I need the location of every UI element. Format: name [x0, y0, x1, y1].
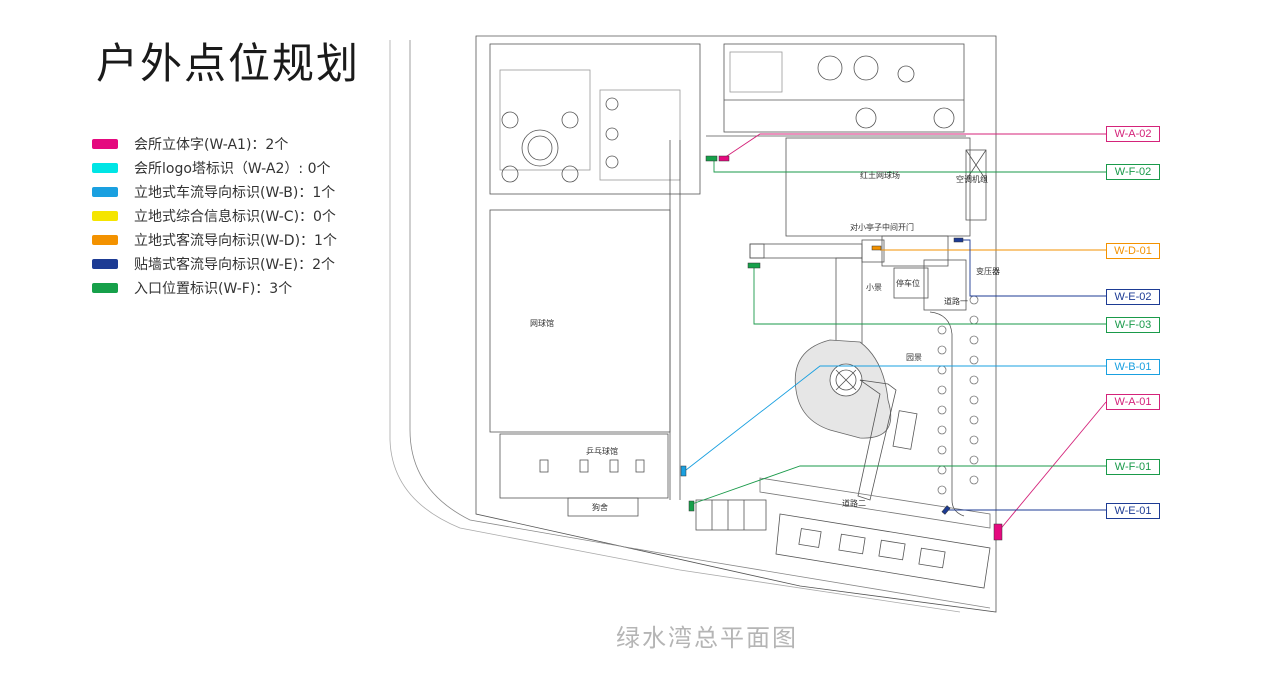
legend-label: 入口位置标识(W-F)：3个: [134, 281, 293, 297]
legend-item: 会所logo塔标识（W-A2）: 0个: [92, 156, 337, 180]
leader-w-a-02: [723, 133, 1106, 159]
callout-w-f-03: W-F-03: [1106, 317, 1160, 333]
legend-label: 会所立体字(W-A1)：2个: [134, 137, 289, 153]
label-gate: 对小亭子中间开门: [850, 223, 914, 232]
marker-w-b-01: [680, 465, 687, 477]
road-one: [929, 311, 965, 517]
marker-w-f-02: [705, 155, 718, 162]
label-road-one: 道路一: [944, 297, 968, 306]
pavilion: [861, 239, 885, 263]
legend-swatch: [92, 211, 118, 221]
legend: 会所立体字(W-A1)：2个 会所logo塔标识（W-A2）: 0个 立地式车流…: [92, 132, 337, 300]
label-small-scene: 小景: [866, 283, 882, 292]
tennis-hall: [489, 209, 671, 433]
callout-w-a-01: W-A-01: [1106, 394, 1160, 410]
legend-item: 立地式客流导向标识(W-D)：1个: [92, 228, 337, 252]
legend-label: 贴墙式客流导向标识(W-E)：2个: [134, 257, 336, 273]
legend-label: 立地式客流导向标识(W-D)：1个: [134, 233, 337, 249]
marker-w-e-01: [941, 505, 951, 515]
sign-markers: [680, 155, 1003, 541]
leader-w-f-03: [753, 266, 1106, 325]
road-two: [759, 477, 991, 529]
clubhouse-left: [489, 43, 701, 195]
walkway: [749, 243, 863, 259]
callout-w-e-01: W-E-01: [1106, 503, 1160, 519]
legend-label: 会所logo塔标识（W-A2）: 0个: [134, 161, 331, 177]
label-transformer: 变压器: [976, 267, 1000, 276]
clubhouse-right: [723, 43, 965, 133]
callout-w-a-02: W-A-02: [1106, 126, 1160, 142]
legend-item: 立地式车流导向标识(W-B)：1个: [92, 180, 337, 204]
label-ac-unit: 空调机组: [956, 175, 988, 184]
label-garden: 园景: [906, 353, 922, 362]
leader-w-f-02: [713, 160, 1106, 173]
leader-w-f-01: [691, 465, 1106, 505]
legend-swatch: [92, 283, 118, 293]
legend-swatch: [92, 235, 118, 245]
callout-w-d-01: W-D-01: [1106, 243, 1160, 259]
legend-item: 立地式综合信息标识(W-C)：0个: [92, 204, 337, 228]
legend-item: 会所立体字(W-A1)：2个: [92, 132, 337, 156]
marker-w-f-03: [747, 262, 761, 269]
legend-item: 入口位置标识(W-F)：3个: [92, 276, 337, 300]
plan-caption: 绿水湾总平面图: [616, 624, 798, 652]
label-pingpong: 乒乓球馆: [586, 447, 618, 456]
bottom-buildings: [775, 513, 991, 589]
legend-swatch: [92, 139, 118, 149]
callout-w-b-01: W-B-01: [1106, 359, 1160, 375]
callout-w-f-02: W-F-02: [1106, 164, 1160, 180]
round-table: [521, 129, 559, 167]
tree-column: [937, 295, 979, 495]
label-road-two: 道路二: [842, 499, 866, 508]
garden-path: [857, 379, 897, 501]
label-clay-court: 红土网球场: [860, 171, 900, 180]
leader-w-b-01: [685, 365, 1106, 471]
marker-w-a-02: [718, 155, 730, 162]
marker-w-f-01: [688, 500, 695, 512]
legend-label: 立地式综合信息标识(W-C)：0个: [134, 209, 336, 225]
legend-label: 立地式车流导向标识(W-B)：1个: [134, 185, 336, 201]
legend-swatch: [92, 187, 118, 197]
marker-w-e-02: [953, 237, 964, 243]
leader-w-e-02: [962, 239, 1106, 297]
label-kennel: 狗舍: [592, 503, 608, 512]
legend-item: 贴墙式客流导向标识(W-E)：2个: [92, 252, 337, 276]
callout-w-e-02: W-E-02: [1106, 289, 1160, 305]
clay-court: [785, 137, 971, 237]
legend-swatch: [92, 163, 118, 173]
label-parking: 停车位: [896, 279, 920, 288]
outer-road-arc-2: [389, 40, 961, 613]
pingpong-hall: [499, 433, 669, 499]
leader-w-a-01: [997, 401, 1107, 533]
site-boundary: [475, 35, 997, 613]
legend-swatch: [92, 259, 118, 269]
callout-w-f-01: W-F-01: [1106, 459, 1160, 475]
marker-w-a-01: [993, 523, 1003, 541]
page-title: 户外点位规划: [96, 39, 361, 88]
marker-w-d-01: [871, 245, 882, 251]
label-tennis-hall: 网球馆: [530, 319, 554, 328]
outer-road-arc: [409, 40, 991, 609]
kennel: [567, 497, 639, 517]
